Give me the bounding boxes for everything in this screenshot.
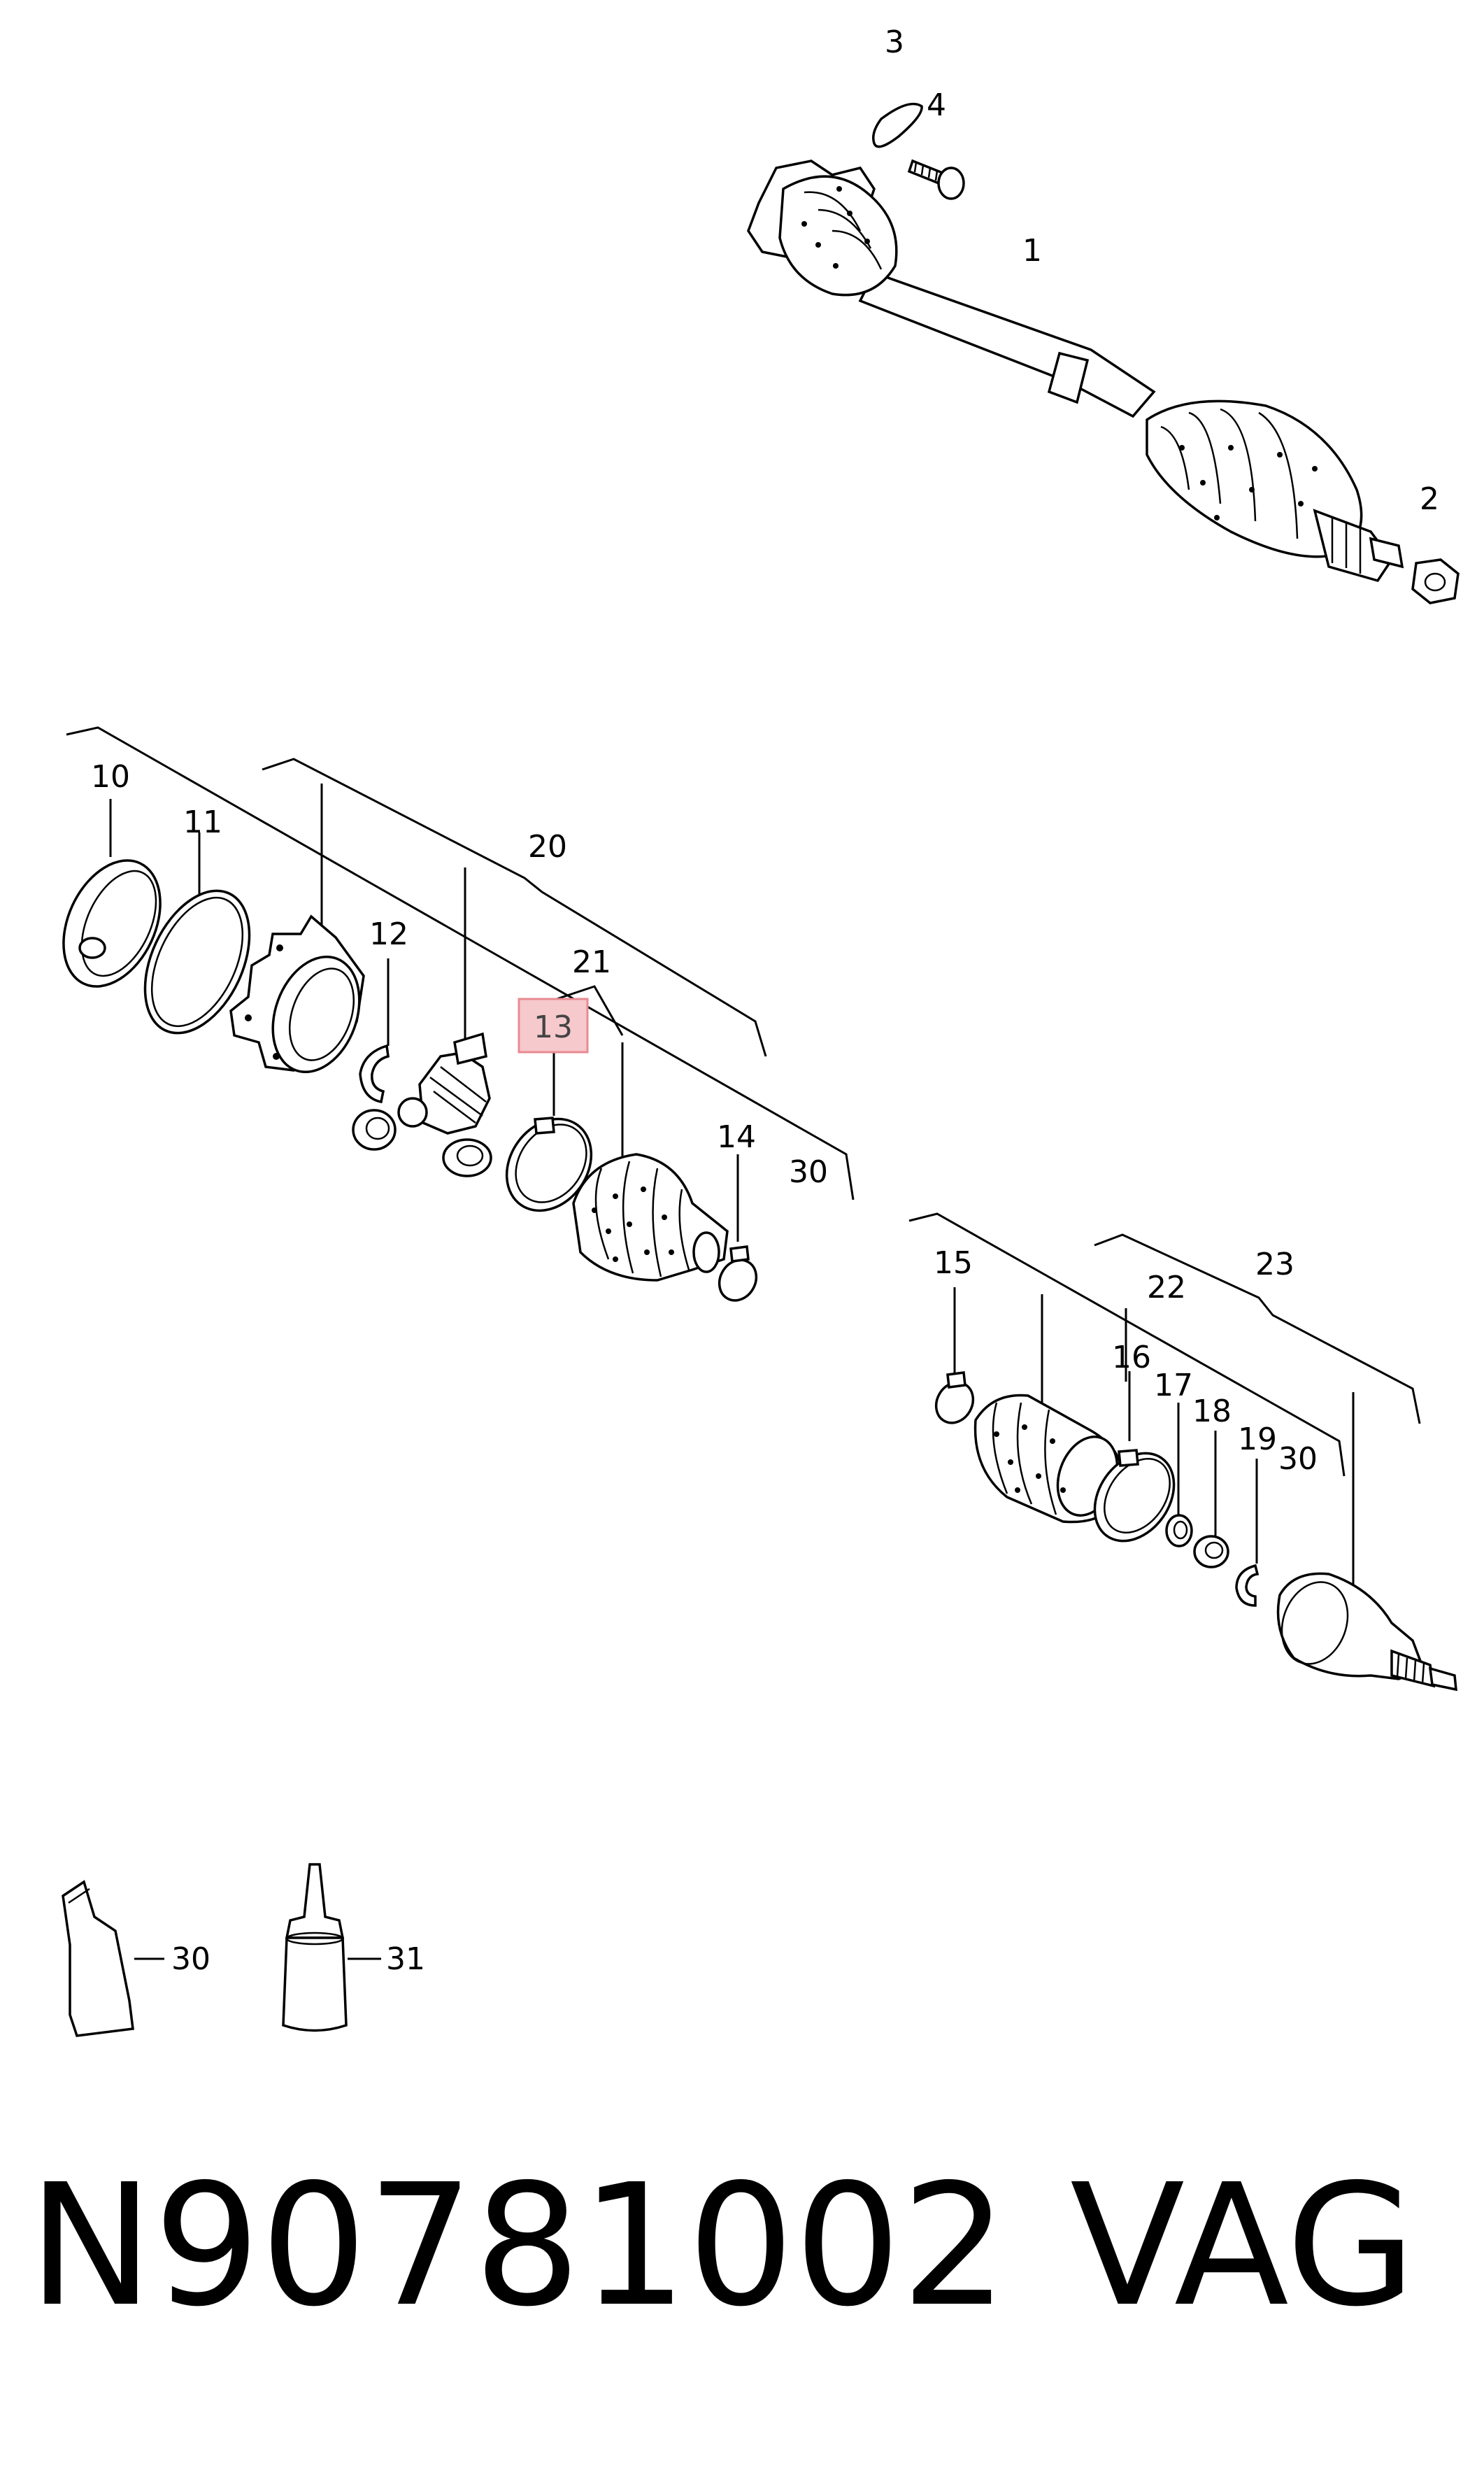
- callout-30-grease: 30: [171, 1941, 211, 1977]
- hose-clamp-part-16: [1093, 1449, 1176, 1543]
- thrust-washer: [442, 1138, 492, 1177]
- small-clamp-part-14: [718, 1245, 758, 1302]
- inner-boot: [572, 1153, 729, 1282]
- grease-tube-part-30: [62, 1880, 164, 2037]
- drive-shaft-assembly: [747, 160, 1404, 583]
- callout-14: 14: [717, 1119, 756, 1155]
- callout-22: 22: [1147, 1270, 1186, 1305]
- bolt-part-4: [907, 159, 965, 200]
- callout-10: 10: [91, 759, 130, 795]
- callout-19: 19: [1238, 1422, 1277, 1457]
- callout-12: 12: [369, 916, 408, 952]
- tripod-joint: [397, 1032, 491, 1135]
- part-number: N90781002: [28, 2148, 1008, 2344]
- callout-2: 2: [1420, 481, 1439, 517]
- callout-23: 23: [1255, 1247, 1294, 1282]
- small-clamp-part-15: [934, 1371, 975, 1424]
- callout-31: 31: [386, 1941, 425, 1977]
- callout-1: 1: [1022, 233, 1042, 269]
- circlip-part-19: [1235, 1564, 1260, 1607]
- sealant-bottle-part-31: [282, 1863, 381, 2032]
- bracket-lines-right-kit: [908, 1212, 1421, 1630]
- highlight-box: [518, 998, 589, 1054]
- washer-part-17: [1165, 1514, 1193, 1547]
- circlip-part-12: [359, 1044, 390, 1104]
- callout-18: 18: [1192, 1394, 1232, 1429]
- callout-30-kit: 30: [789, 1154, 828, 1190]
- callout-30-outer-kit: 30: [1278, 1441, 1318, 1477]
- cv-joint-housing: [229, 914, 365, 1074]
- footer-caption: N90781002 VAG: [28, 2141, 1469, 2351]
- o-ring-part-11: [143, 889, 251, 1035]
- callout-16: 16: [1112, 1340, 1151, 1375]
- brand-name: VAG: [1070, 2148, 1416, 2344]
- callout-labels: 1 2 3 4 10 11 12 13 14 15 16 17 18 19 20…: [91, 24, 1439, 1977]
- callout-13: 13: [534, 1009, 573, 1045]
- callout-20: 20: [528, 829, 567, 865]
- callout-3: 3: [885, 24, 904, 60]
- spacer-ring: [352, 1109, 397, 1151]
- callout-15: 15: [934, 1245, 973, 1281]
- callout-4: 4: [927, 87, 946, 123]
- nut-part-2: [1411, 558, 1460, 604]
- spacer-part-18: [1193, 1535, 1229, 1568]
- outer-cv-joint: [1276, 1572, 1457, 1692]
- circlip-part-3: [872, 102, 923, 148]
- seal-ring-part-10: [62, 859, 162, 988]
- callout-21: 21: [572, 944, 611, 980]
- callout-11: 11: [183, 805, 222, 840]
- callout-17: 17: [1154, 1368, 1193, 1403]
